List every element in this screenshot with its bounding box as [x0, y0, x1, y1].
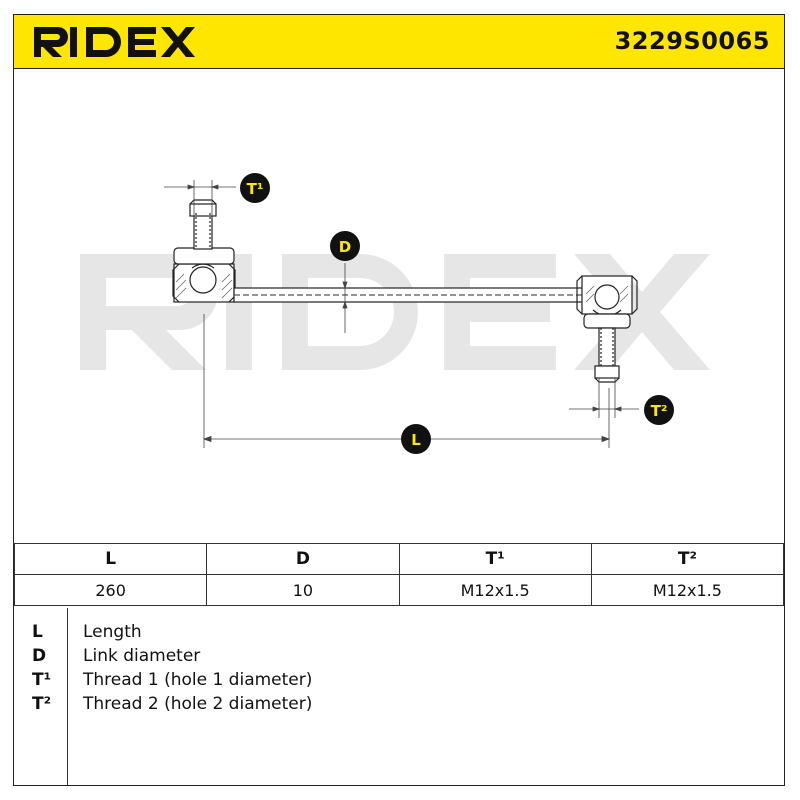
header-bar: 3229S0065 — [14, 15, 784, 69]
svg-text:T¹: T¹ — [247, 180, 264, 198]
spec-header-l: L — [13, 543, 208, 575]
label-d: D — [330, 231, 360, 261]
spec-header-t1: T¹ — [398, 543, 592, 575]
technical-drawing: T¹ D T² L — [80, 173, 710, 454]
legend: L Length D Link diameter T¹ Thread 1 (ho… — [14, 608, 784, 785]
legend-divider — [67, 608, 68, 785]
label-l: L — [401, 424, 431, 454]
datasheet: 3229S0065 — [13, 14, 785, 786]
spec-value-l: 260 — [13, 574, 208, 606]
ridex-logo — [34, 27, 195, 57]
part-number: 3229S0065 — [614, 27, 770, 55]
legend-text: Length — [83, 622, 142, 642]
legend-text: Thread 1 (hole 1 diameter) — [83, 670, 313, 690]
svg-text:L: L — [411, 431, 421, 449]
legend-symbol: T² — [32, 694, 52, 714]
legend-text: Thread 2 (hole 2 diameter) — [83, 694, 313, 714]
label-t2: T² — [644, 395, 674, 425]
legend-item: L Length — [14, 622, 774, 646]
spec-value-d: 10 — [206, 574, 400, 606]
spec-value-t2: M12x1.5 — [590, 574, 785, 606]
spec-value-row: 260 10 M12x1.5 M12x1.5 — [13, 574, 785, 606]
legend-item: T² Thread 2 (hole 2 diameter) — [14, 694, 774, 718]
spec-value-t1: M12x1.5 — [398, 574, 592, 606]
spec-header-d: D — [206, 543, 400, 575]
spec-table: L D T¹ T² 260 10 M12x1.5 M12x1.5 — [13, 543, 785, 606]
svg-text:T²: T² — [651, 402, 668, 420]
spec-header-t2: T² — [590, 543, 785, 575]
legend-symbol: D — [32, 646, 47, 666]
legend-symbol: T¹ — [32, 670, 52, 690]
legend-item: D Link diameter — [14, 646, 774, 670]
legend-symbol: L — [32, 622, 43, 642]
spec-header-row: L D T¹ T² — [13, 543, 785, 575]
legend-item: T¹ Thread 1 (hole 1 diameter) — [14, 670, 774, 694]
legend-text: Link diameter — [83, 646, 201, 666]
svg-text:D: D — [339, 238, 351, 256]
label-t1: T¹ — [240, 173, 270, 203]
